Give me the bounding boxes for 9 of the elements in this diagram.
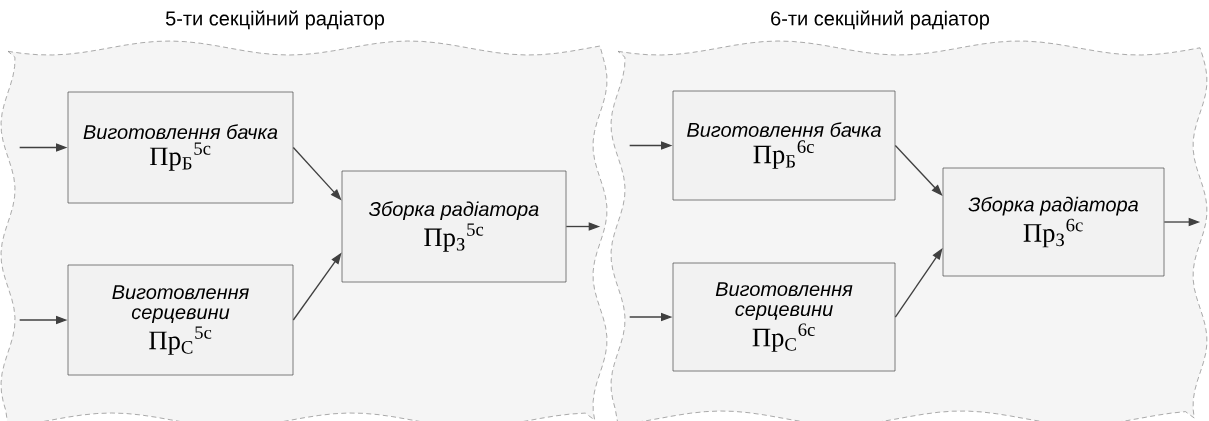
arrow (894, 248, 943, 318)
process-box: Виготовлення бачка Пр$_{Б}$5с (67, 91, 294, 204)
band-heading: 5-ти секційний радіатор (165, 10, 385, 30)
process-box: Виготовлення серцевини Пр$_{С}$6с (672, 262, 896, 372)
process-box: Зборка радіатора Пр$_{З}$6с (942, 167, 1165, 277)
process-box: Зборка радіатора Пр$_{З}$5с (341, 170, 567, 283)
process-box: Виготовлення бачка Пр$_{Б}$6с (672, 90, 896, 201)
band-heading: 6-ти секційний радіатор (771, 10, 990, 30)
process-box: Виготовлення серцевини Пр$_{С}$5с (67, 264, 294, 376)
